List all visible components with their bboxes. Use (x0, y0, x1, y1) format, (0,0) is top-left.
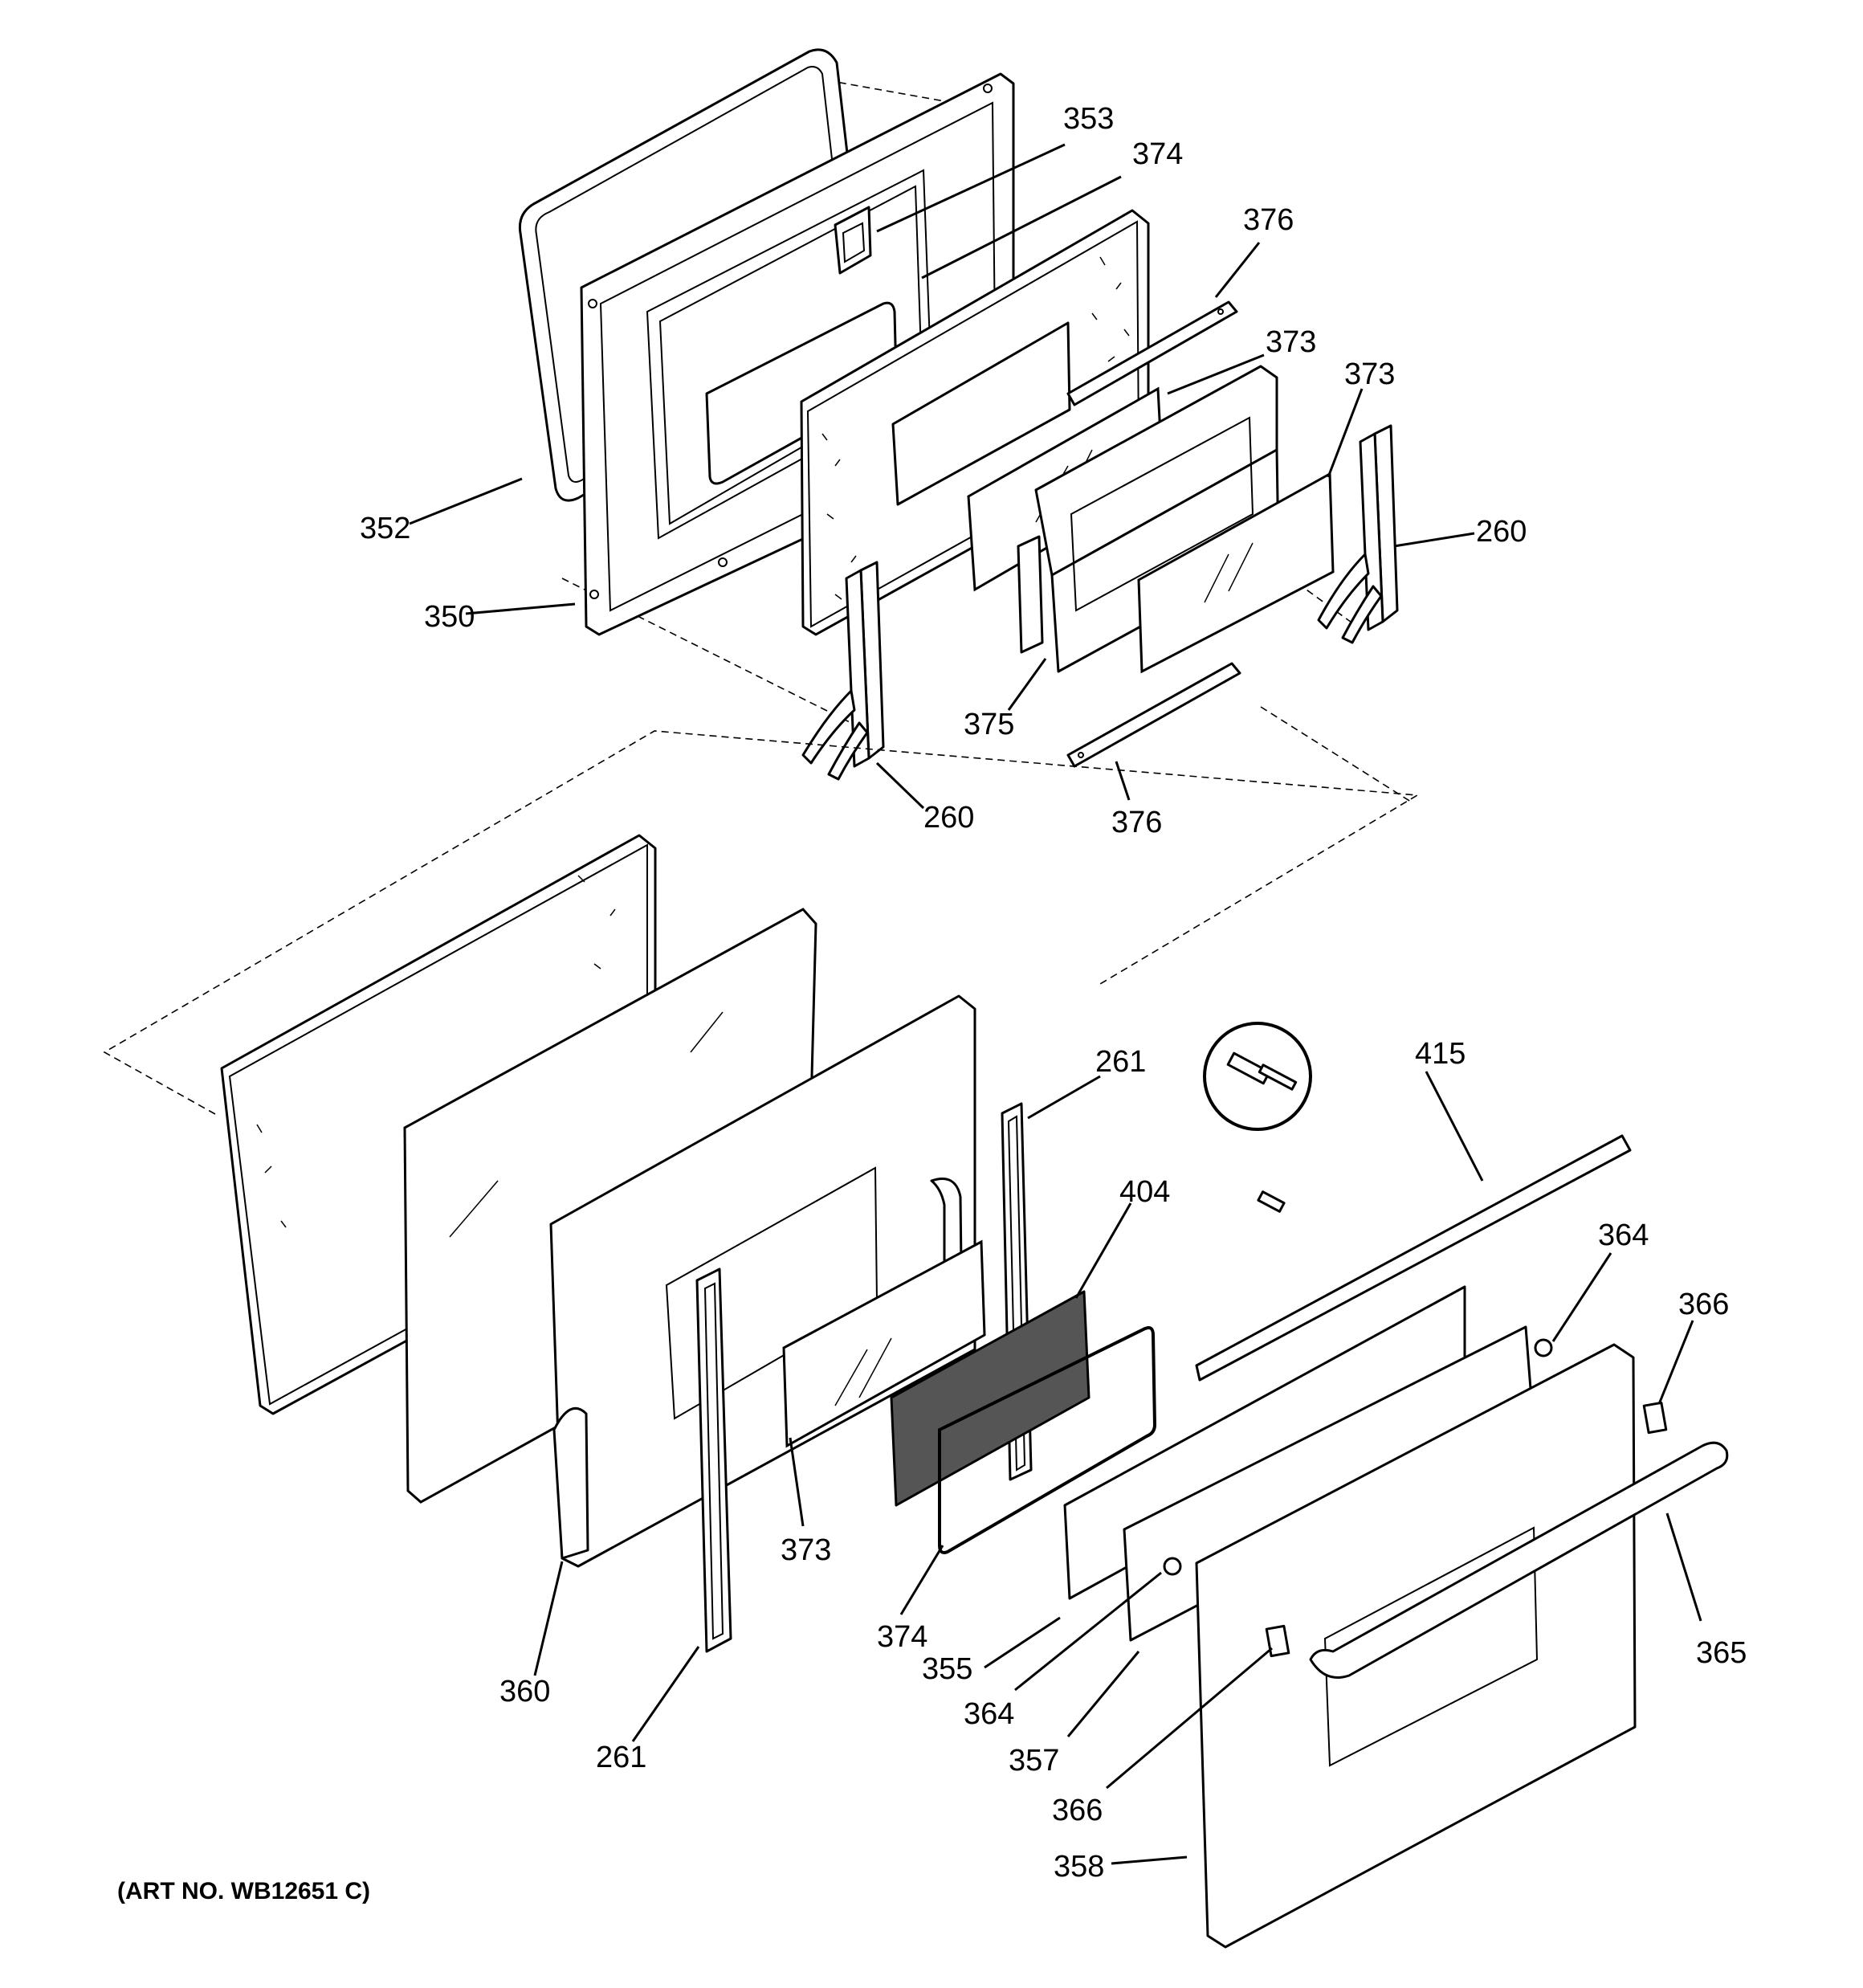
callout-352: 352 (360, 512, 410, 545)
window-gasket-374 (938, 1326, 1157, 1554)
callout-374-lower: 374 (877, 1620, 927, 1654)
callout-355: 355 (922, 1652, 972, 1686)
lower-envelope-dashed-outline (103, 730, 1420, 1115)
callout-261-rear: 261 (1095, 1045, 1146, 1079)
glass-373-lower (782, 1239, 986, 1448)
handle-365 (1309, 1441, 1729, 1679)
end-cap-366-right (1642, 1401, 1668, 1435)
art-number-note: (ART NO. WB12651 C) (117, 1878, 371, 1904)
hinge-260-right (1317, 424, 1399, 644)
callout-374-upper: 374 (1132, 137, 1183, 171)
callout-360: 360 (499, 1675, 550, 1708)
rail-376-lower (1066, 662, 1241, 768)
callout-labels: 353 374 376 373 373 260 352 350 375 260 … (360, 102, 1747, 1884)
callout-260-left: 260 (923, 801, 974, 835)
outer-door-panel-358 (1195, 1343, 1637, 1949)
spacer-364-rear (1534, 1338, 1553, 1357)
hinge-260-left (801, 561, 885, 781)
callout-365: 365 (1696, 1636, 1747, 1670)
callout-366-left: 366 (1052, 1794, 1103, 1827)
glass-373-upper-right (1137, 471, 1335, 674)
spacer-364-front (1163, 1557, 1182, 1576)
callout-376-lower: 376 (1111, 806, 1162, 839)
screw-detail (1203, 1022, 1312, 1213)
upper-insulation-specks (821, 256, 1130, 600)
rail-376-upper (1066, 300, 1238, 406)
bracket-261-front (695, 1268, 732, 1653)
callout-376-upper: 376 (1243, 203, 1294, 237)
handle-bracket-strip-415 (1195, 1134, 1632, 1382)
callout-353: 353 (1063, 102, 1114, 136)
callout-373-upper-right: 373 (1344, 357, 1395, 391)
callout-364-front: 364 (964, 1697, 1014, 1731)
glass-pack-375 (1017, 365, 1280, 673)
callout-366-right: 366 (1678, 1288, 1729, 1321)
callout-350: 350 (424, 600, 475, 634)
callout-357: 357 (1009, 1744, 1059, 1778)
callout-415: 415 (1415, 1037, 1466, 1071)
callout-364-rear: 364 (1598, 1219, 1649, 1252)
callout-375: 375 (964, 708, 1014, 741)
vent-shield-353 (834, 206, 872, 275)
callout-261-front: 261 (596, 1741, 646, 1774)
leader-lines (409, 143, 1702, 1865)
callout-404: 404 (1119, 1175, 1170, 1209)
callout-358: 358 (1054, 1850, 1104, 1884)
callout-373-upper-left: 373 (1266, 325, 1316, 359)
callout-260-right: 260 (1476, 515, 1527, 549)
callout-373-lower: 373 (781, 1533, 831, 1567)
